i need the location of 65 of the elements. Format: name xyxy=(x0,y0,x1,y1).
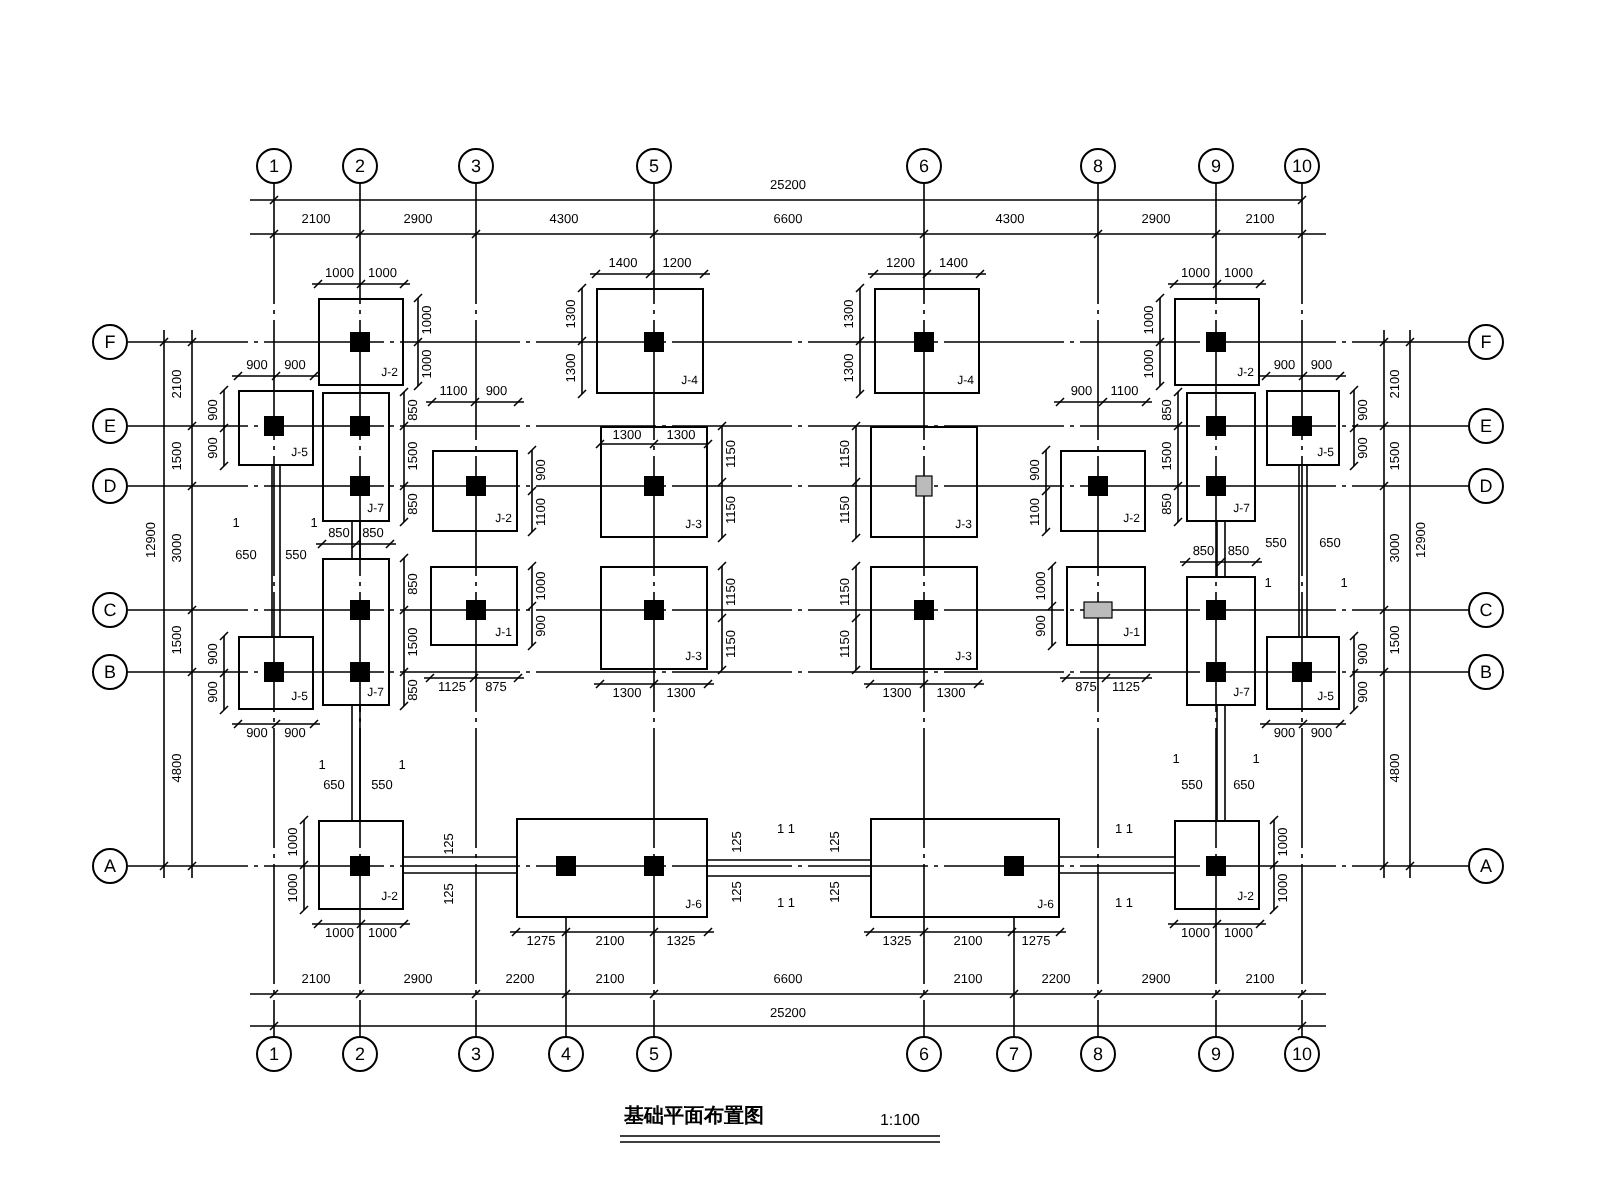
footing-outline xyxy=(1174,820,1260,910)
axis-bubble: F xyxy=(92,324,128,360)
axis-bubble: 3 xyxy=(458,1036,494,1072)
footing-outline xyxy=(322,558,390,706)
axis-bubble: E xyxy=(1468,408,1504,444)
axis-bubble: 5 xyxy=(636,148,672,184)
tie-beam xyxy=(1298,465,1308,637)
drawing-title: 基础平面布置图 xyxy=(624,1106,764,1130)
footing-outline xyxy=(1266,390,1340,466)
axis-bubble: A xyxy=(1468,848,1504,884)
scale-text: 1:100 xyxy=(879,1111,921,1129)
tie-beam xyxy=(1216,521,1226,577)
axis-bubble: F xyxy=(1468,324,1504,360)
axis-bubble: 2 xyxy=(342,1036,378,1072)
tie-beam xyxy=(707,859,871,877)
axis-bubble: 10 xyxy=(1284,1036,1320,1072)
axis-bubble: 6 xyxy=(906,148,942,184)
footing-outline xyxy=(874,288,980,394)
axis-bubble: 3 xyxy=(458,148,494,184)
footing-outline xyxy=(322,392,390,522)
axis-bubble: E xyxy=(92,408,128,444)
axis-bubble: B xyxy=(1468,654,1504,690)
footing-outline xyxy=(318,298,404,386)
axis-bubble: C xyxy=(1468,592,1504,628)
footing-outline xyxy=(1060,450,1146,532)
footing-outline xyxy=(1066,566,1146,646)
footing-outline xyxy=(432,450,518,532)
axis-bubble: 1 xyxy=(256,148,292,184)
axis-bubble: 2 xyxy=(342,148,378,184)
footing-outline xyxy=(1186,392,1256,522)
axis-bubble: 6 xyxy=(906,1036,942,1072)
tie-beam xyxy=(351,705,361,821)
axis-bubble: 5 xyxy=(636,1036,672,1072)
tie-beam xyxy=(1216,705,1226,821)
footing-outline xyxy=(870,566,978,670)
footing-outline xyxy=(238,390,314,466)
footing-outline xyxy=(1186,576,1256,706)
footing-outline xyxy=(1266,636,1340,710)
axis-bubble: 10 xyxy=(1284,148,1320,184)
tie-beam xyxy=(1059,856,1175,874)
tie-beam xyxy=(403,856,517,874)
axis-bubble: 8 xyxy=(1080,148,1116,184)
axis-bubble: 1 xyxy=(256,1036,292,1072)
axis-bubble: 7 xyxy=(996,1036,1032,1072)
footing-outline xyxy=(238,636,314,710)
footing-outline xyxy=(600,426,708,538)
axis-bubble: 4 xyxy=(548,1036,584,1072)
tie-beam xyxy=(351,521,361,559)
footing-outline xyxy=(870,818,1060,918)
footing-outline xyxy=(600,566,708,670)
tie-beam xyxy=(271,465,281,637)
axis-bubble: C xyxy=(92,592,128,628)
footing-outline xyxy=(1174,298,1260,386)
axis-bubble: D xyxy=(92,468,128,504)
footing-outline xyxy=(516,818,708,918)
footing-outline xyxy=(430,566,518,646)
footing-outline xyxy=(596,288,704,394)
axis-bubble: B xyxy=(92,654,128,690)
axis-bubble: 8 xyxy=(1080,1036,1116,1072)
axis-bubble: A xyxy=(92,848,128,884)
axis-bubble: 9 xyxy=(1198,1036,1234,1072)
footing-outline xyxy=(318,820,404,910)
axis-bubble: D xyxy=(1468,468,1504,504)
axis-bubble: 9 xyxy=(1198,148,1234,184)
footing-outline xyxy=(870,426,978,538)
